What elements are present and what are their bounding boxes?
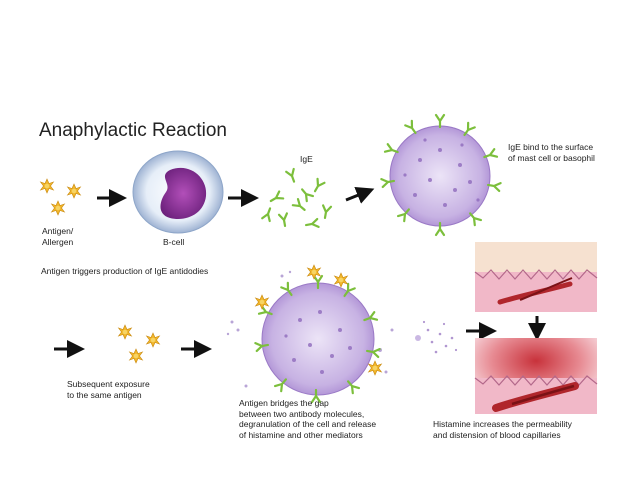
skin-panel-inflamed <box>474 338 598 414</box>
label-subsequent-exposure: Subsequent exposure to the same antigen <box>67 379 150 400</box>
label-antigen-allergen: Antigen/ Allergen <box>42 226 74 247</box>
mast-cell-top <box>380 113 502 237</box>
skin-panel-normal <box>474 242 598 312</box>
label-histamine-increases: Histamine increases the permeability and… <box>433 419 572 440</box>
label-ige: IgE <box>300 154 313 164</box>
label-ige-bind: IgE bind to the surface of mast cell or … <box>508 142 595 163</box>
arrow-3 <box>345 186 375 204</box>
page-title: Anaphylactic Reaction <box>39 120 227 141</box>
ige-antibodies <box>261 167 333 231</box>
label-antigen-bridges: Antigen bridges the gap between two anti… <box>239 398 377 440</box>
label-b-cell: B-cell <box>163 237 185 247</box>
b-cell-graphic <box>132 150 224 234</box>
antigen-cluster-1 <box>40 178 81 216</box>
mast-cell-bottom <box>226 264 394 404</box>
label-antigen-triggers: Antigen triggers production of IgE antid… <box>41 266 209 276</box>
antigen-cluster-2 <box>118 324 160 364</box>
histamine-granules <box>415 320 458 354</box>
